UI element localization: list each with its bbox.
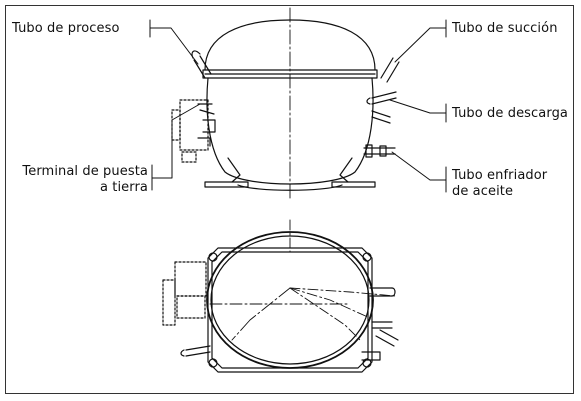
callout-leaders: [149, 19, 447, 193]
side-view: [171, 7, 400, 201]
label-tubo-de-descarga: Tubo de descarga: [452, 106, 568, 121]
label-tubo-enfriador-line2: de aceite: [452, 184, 514, 199]
label-tubo-de-proceso: Tubo de proceso: [12, 21, 120, 36]
top-view: [162, 219, 399, 373]
label-tubo-de-succion: Tubo de succión: [452, 21, 558, 36]
label-terminal-de-puesta-line2: a tierra: [99, 180, 148, 195]
label-terminal-de-puesta-line1: Terminal de puesta: [22, 164, 148, 179]
label-tubo-enfriador-line1: Tubo enfriador: [452, 168, 548, 183]
